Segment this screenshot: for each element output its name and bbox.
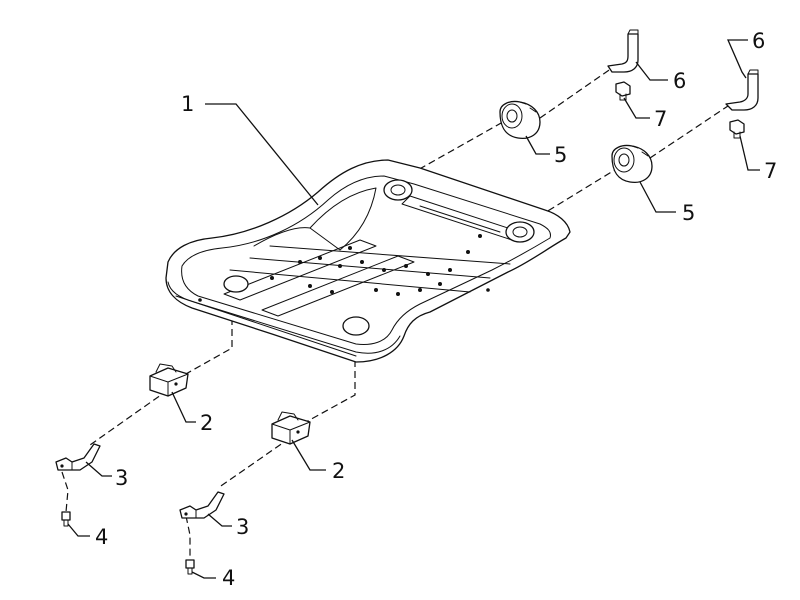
callout-fastener-right: 4 [222,566,235,590]
seat-frame-front-rail-left [223,239,377,301]
seat-frame-hole [298,260,302,264]
seat-frame-hole [478,234,482,238]
leader-bushing-right [639,181,676,213]
seat-frame-left-bolster [309,187,377,251]
leader-bracket-right [291,439,326,471]
leader-lines [67,39,760,579]
seat-frame-hole [338,264,342,268]
seat-frame-hole [308,284,312,288]
callout-clip-left: 6 [673,69,686,93]
callout-nut-right: 7 [764,159,777,183]
seat-frame-inner-rim [181,175,551,345]
bushing-left [499,100,541,140]
seat-frame-hole [360,260,364,264]
callout-bracket-left: 2 [200,411,213,435]
callout-labels: 1 2 2 3 3 4 4 5 5 6 6 7 7 [95,29,777,590]
seat-frame-floor-line-1 [229,269,471,293]
assembly-line-left-bracket [167,318,233,385]
seat-frame-hole [198,298,202,302]
seat-frame-hole [330,290,334,294]
seat-frame-floor-line-2 [249,257,491,279]
bracket-right [271,411,311,445]
callout-frame: 1 [181,92,194,116]
leader-clip-left [635,61,668,81]
assembly-line-left-strap [89,389,169,446]
fastener-left [61,511,71,527]
leader-bushing-left [525,135,550,155]
seat-frame-hole [396,292,400,296]
seat-frame-rear-right-mount-bore [512,226,528,238]
seat-frame-rear-left-mount-bore [390,184,406,196]
strap-right [179,491,225,519]
callout-strap-left: 3 [115,466,128,490]
leader-fastener-left [67,523,90,537]
seat-frame-left-bolster-edge [253,227,311,247]
seat-frame-hole [426,272,430,276]
seat-frame-hole [418,288,422,292]
callout-bushing-right: 5 [682,201,695,225]
seat-frame-rear-right-mount [505,221,535,243]
assembly-line-right-bracket [294,338,356,429]
callout-bushing-left: 5 [554,143,567,167]
callout-bracket-right: 2 [332,459,345,483]
assembly-line-right-clip [649,105,729,159]
nut-right [729,119,745,139]
assembly-line-right-strap [217,437,291,489]
seat-frame-hole [466,250,470,254]
leader-frame [205,103,319,206]
seat-frame-front-left-mount [223,275,249,293]
seat-frame-hole [318,256,322,260]
seat-frame-front-skirt [167,281,401,354]
seat-frame-hole [382,268,386,272]
leader-nut-right [739,135,760,171]
seat-frame-hole [448,268,452,272]
seat-frame-hole [374,288,378,292]
seat-frame-front-rail-right [261,255,415,317]
seat-frame-hole [438,282,442,286]
assembly-line-right-fastener [185,515,191,560]
nut-left [615,81,631,101]
bracket-left [149,363,189,397]
bushing-right [611,144,653,184]
seat-frame-hole [348,246,352,250]
callout-fastener-left: 4 [95,525,108,549]
seat-frame-rear-beam-rib [419,205,501,233]
seat-frame-front-right-mount [342,316,370,336]
assembly-line-left-bushing [399,117,511,181]
assembly-line-left-clip [539,67,613,119]
strap-left [55,443,101,471]
clip-right [725,69,759,111]
leader-fastener-right [191,571,216,579]
leader-nut-left [623,97,650,119]
fastener-right [185,559,195,575]
assembly-line-right-bushing [519,167,619,229]
seat-frame-hole [486,288,490,292]
leader-clip-right [727,39,748,79]
seat-frame-hole [404,264,408,268]
callout-nut-left: 7 [654,107,667,131]
seat-frame [165,159,571,363]
leader-strap-right [207,513,232,527]
clip-left [607,29,639,73]
assembly-line-left-fastener [61,471,69,513]
seat-frame-rear-left-mount [383,179,413,201]
callout-strap-right: 3 [236,515,249,539]
assembly-lines [61,67,729,560]
seat-frame-skirt-edge [175,295,357,357]
leader-bracket-left [171,391,196,423]
callout-clip-right: 6 [752,29,765,53]
seat-frame-hole [270,276,274,280]
leader-strap-left [85,461,112,477]
seat-frame-floor-line-3 [269,245,511,265]
